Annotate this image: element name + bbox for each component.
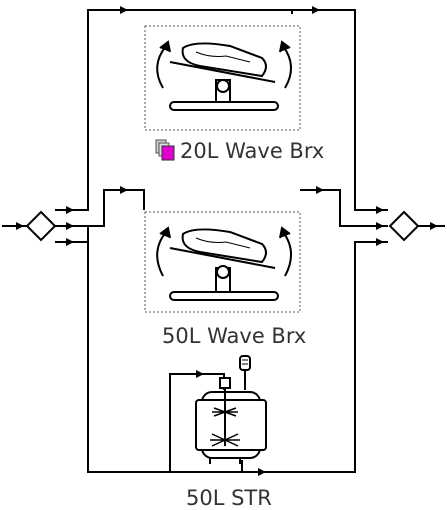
wave-20l-label: 20L Wave Brx bbox=[180, 139, 325, 163]
flow-arrow-icon bbox=[316, 186, 324, 194]
wave-bioreactor-icon bbox=[156, 226, 292, 301]
flow-arrow-icon bbox=[376, 206, 384, 214]
mixer-icon bbox=[388, 210, 420, 242]
wave-50l-unit[interactable] bbox=[144, 211, 301, 313]
flow-arrow-icon bbox=[312, 6, 320, 14]
wave-bioreactor-icon bbox=[156, 40, 292, 111]
flow-arrow-icon bbox=[376, 238, 384, 246]
flow-arrow-icon bbox=[16, 222, 24, 230]
flow-arrow-icon bbox=[66, 238, 74, 246]
flow-arrow-icon bbox=[196, 370, 204, 378]
line-50l-out bbox=[300, 189, 388, 227]
flow-arrow-icon bbox=[66, 222, 74, 230]
flow-arrow-icon bbox=[66, 206, 74, 214]
stirred-tank-reactor-icon[interactable] bbox=[195, 355, 267, 464]
document-stack-icon[interactable] bbox=[155, 139, 175, 161]
line-20l-out bbox=[292, 9, 388, 211]
wave-50l-label: 50L Wave Brx bbox=[162, 324, 307, 348]
flow-arrow-icon bbox=[430, 222, 438, 230]
line-to-50l-wave bbox=[88, 189, 145, 227]
line-str-out bbox=[241, 241, 388, 473]
splitter-icon bbox=[25, 210, 57, 242]
flow-arrow-icon bbox=[258, 468, 266, 476]
str-50l-label: 50L STR bbox=[186, 486, 272, 510]
flow-arrow-icon bbox=[376, 222, 384, 230]
flow-arrow-icon bbox=[120, 186, 128, 194]
wave-20l-unit[interactable] bbox=[144, 25, 301, 131]
flow-arrow-icon bbox=[120, 6, 128, 14]
